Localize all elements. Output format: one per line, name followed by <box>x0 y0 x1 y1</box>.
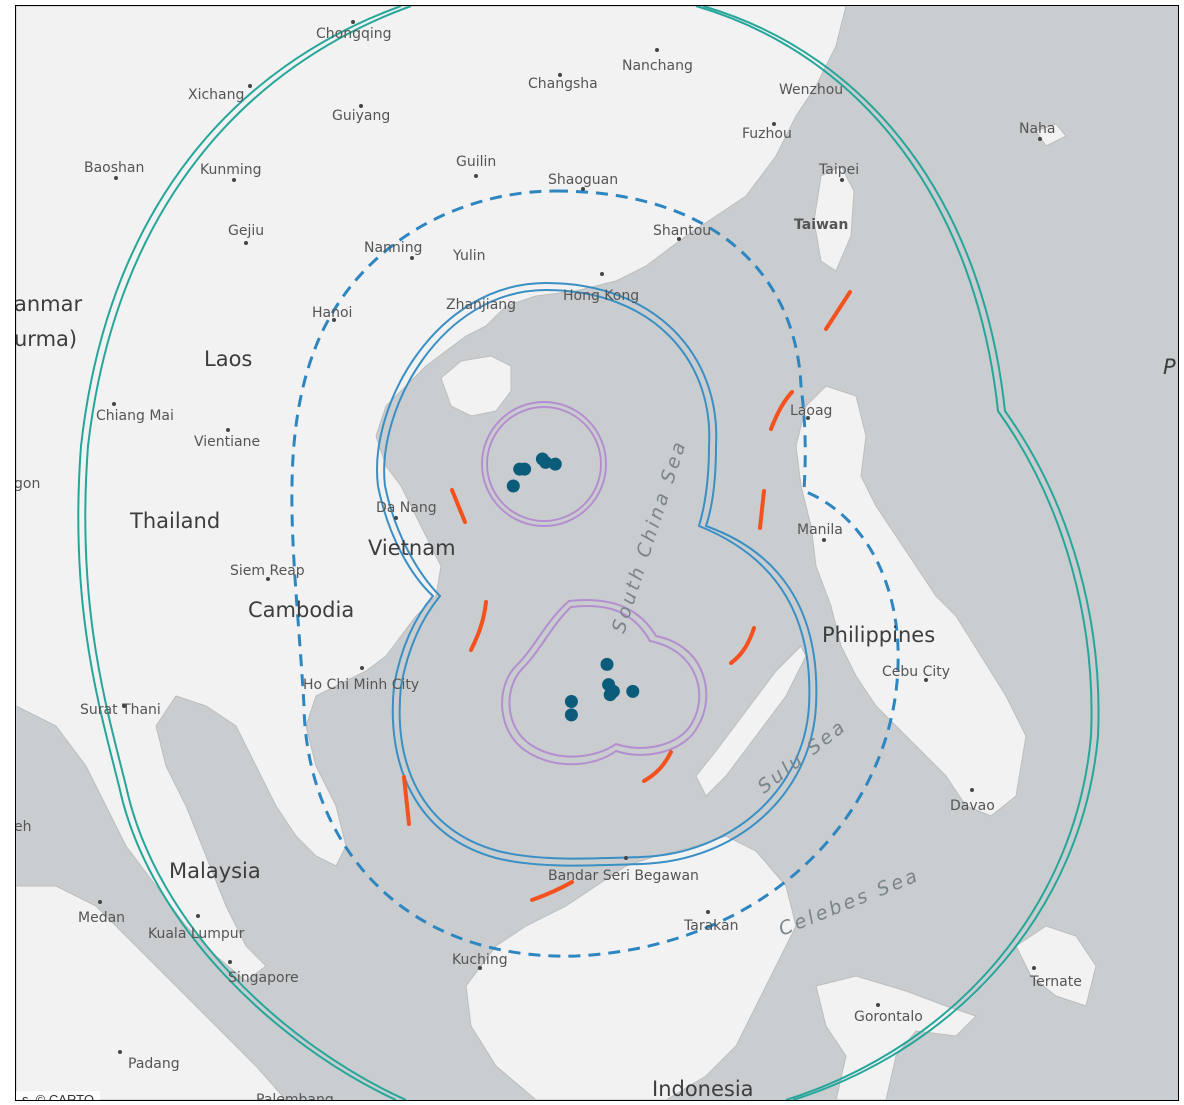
label-fuzhou: Fuzhou <box>742 126 792 142</box>
label-gorontalo: Gorontalo <box>854 1009 923 1025</box>
label-nanchang: Nanchang <box>622 58 693 74</box>
label-kunming: Kunming <box>200 162 262 178</box>
map-canvas[interactable]: Laos Thailand Vietnam Cambodia Philippin… <box>16 6 1178 1100</box>
label-philippines: Philippines <box>822 623 935 647</box>
arc-9 <box>530 880 574 902</box>
label-kuala-lumpur: Kuala Lumpur <box>148 926 245 942</box>
label-palembang: Palembang <box>256 1092 334 1100</box>
data-point-2[interactable] <box>539 455 553 469</box>
label-vietnam: Vietnam <box>368 536 456 560</box>
outer-range-ring <box>77 6 1100 1100</box>
label-taiwan: Taiwan <box>794 217 848 233</box>
label-urma: urma) <box>16 327 77 351</box>
borneo-island <box>465 835 797 1100</box>
inner-range-ring-paracel <box>481 401 607 527</box>
label-eh: eh <box>16 819 32 835</box>
label-hong-kong: Hong Kong <box>563 288 639 304</box>
label-yulin: Yulin <box>452 248 485 264</box>
label-bandar-seri-begawan: Bandar Seri Begawan <box>548 868 699 884</box>
threat-arcs <box>402 290 852 902</box>
label-medan: Medan <box>78 910 125 926</box>
label-naha: Naha <box>1019 121 1056 137</box>
hainan-island <box>440 355 512 417</box>
mid-range-ring <box>376 281 818 867</box>
label-thailand: Thailand <box>129 509 220 533</box>
arc-4 <box>758 489 766 530</box>
halmahera-island <box>1015 925 1097 1007</box>
label-padang: Padang <box>128 1056 180 1072</box>
philippines-islands <box>795 385 1027 817</box>
label-baoshan: Baoshan <box>84 160 144 176</box>
map-attribution[interactable]: s, © CARTO <box>16 1091 100 1100</box>
sulawesi-island <box>815 975 977 1100</box>
label-wenzhou: Wenzhou <box>779 82 843 98</box>
arc-8 <box>402 775 411 826</box>
data-point-12[interactable] <box>564 695 578 708</box>
label-da-nang: Da Nang <box>376 500 437 516</box>
label-laos: Laos <box>204 347 252 371</box>
label-cebu-city: Cebu City <box>882 664 950 680</box>
label-malaysia: Malaysia <box>169 859 261 883</box>
arc-1 <box>824 290 852 331</box>
arc-6 <box>729 626 756 665</box>
points-layer <box>506 452 640 722</box>
label-xichang: Xichang <box>188 87 244 103</box>
label-zhanjiang: Zhanjiang <box>446 297 516 313</box>
label-shantou: Shantou <box>653 223 711 239</box>
label-vientiane: Vientiane <box>194 434 260 450</box>
label-nanning: Nanning <box>364 240 422 256</box>
label-guilin: Guilin <box>456 154 496 170</box>
data-point-11[interactable] <box>626 684 640 698</box>
label-taipei: Taipei <box>818 162 859 178</box>
label-hanoi: Hanoi <box>312 305 352 321</box>
label-chongqing: Chongqing <box>316 26 392 42</box>
label-chiang-mai: Chiang Mai <box>96 408 174 424</box>
city-dots <box>98 20 1042 1054</box>
mainland-asia-land <box>16 6 847 982</box>
taiwan-island <box>813 165 855 272</box>
arc-7 <box>642 750 673 783</box>
arc-3 <box>450 488 467 524</box>
label-davao: Davao <box>950 798 995 814</box>
data-point-3[interactable] <box>548 457 562 471</box>
data-point-6[interactable] <box>506 479 520 493</box>
label-surat-thani: Surat Thani <box>80 702 161 718</box>
arc-5 <box>469 600 488 652</box>
label-kuching: Kuching <box>452 952 508 968</box>
inner-range-ring-spratly <box>501 599 708 766</box>
label-singapore: Singapore <box>228 970 299 986</box>
map-frame[interactable]: Laos Thailand Vietnam Cambodia Philippin… <box>15 5 1179 1101</box>
data-point-10[interactable] <box>603 688 617 702</box>
label-changsha: Changsha <box>528 76 598 92</box>
dashed-range-ring <box>290 189 900 958</box>
label-gejiu: Gejiu <box>228 223 264 239</box>
label-indonesia: Indonesia <box>652 1077 754 1100</box>
label-ho-chi-minh-city: Ho Chi Minh City <box>303 677 419 693</box>
label-siem-reap: Siem Reap <box>230 563 305 579</box>
data-point-5[interactable] <box>518 462 532 476</box>
okinawa-islands <box>1035 123 1067 147</box>
sumatra-island <box>16 885 287 1100</box>
label-p: P <box>1163 355 1176 379</box>
label-guiyang: Guiyang <box>332 108 390 124</box>
label-manila: Manila <box>797 522 843 538</box>
data-point-13[interactable] <box>564 708 578 722</box>
label-tarakan: Tarakan <box>683 918 738 934</box>
label-cambodia: Cambodia <box>248 598 354 622</box>
label-anmar: anmar <box>16 292 83 316</box>
label-laoag: Laoag <box>790 403 832 419</box>
label-shaoguan: Shaoguan <box>548 172 618 188</box>
label-ternate: Ternate <box>1029 974 1082 990</box>
label-gon: gon <box>16 476 40 492</box>
arc-2 <box>769 390 794 431</box>
data-point-7[interactable] <box>600 657 614 671</box>
